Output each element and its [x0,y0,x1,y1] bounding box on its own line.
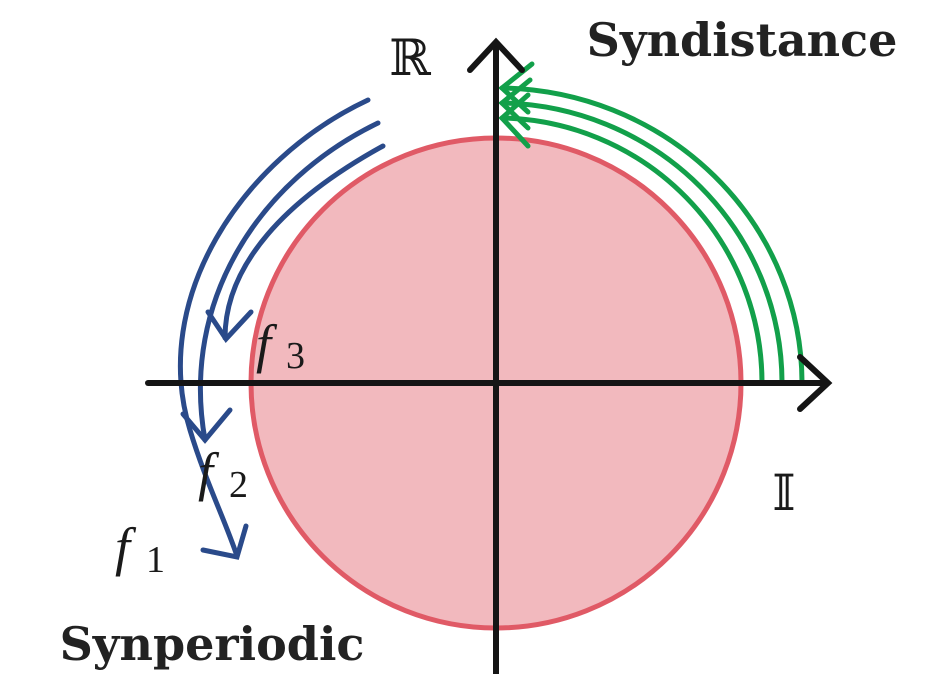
label-f2-symbol: f [198,442,220,502]
blue-arrowhead-f1 [200,523,249,560]
blue-arrowhead-f3 [205,309,254,344]
horizontal-axis-arrowhead [797,354,833,412]
label-f1: f 1 [115,517,165,581]
vertical-axis-arrowhead [467,37,525,73]
label-f2: f 2 [198,442,248,506]
vertical-axis-label: ℝ [389,29,431,87]
label-f1-subscript: 1 [146,539,165,581]
blue-arrowhead-f2 [180,407,233,444]
label-f3-subscript: 3 [286,335,305,377]
horizontal-axis-label: 𝕀 [772,464,795,522]
label-f1-symbol: f [115,517,137,577]
green-arc-3 [499,115,765,386]
synperiodic-label: Synperiodic [60,617,365,671]
green-arrowhead-2 [498,77,533,131]
green-arcs [498,61,805,386]
green-arc-2 [499,100,785,386]
axes [145,37,833,674]
label-f2-subscript: 2 [229,464,248,506]
blue-arc-f1 [178,97,371,559]
blue-arcs [178,97,386,560]
syndistance-label: Syndistance [587,13,898,67]
green-arc-1 [499,85,805,386]
green-arrowhead-3 [498,92,531,149]
blue-arc-f3 [222,143,386,341]
